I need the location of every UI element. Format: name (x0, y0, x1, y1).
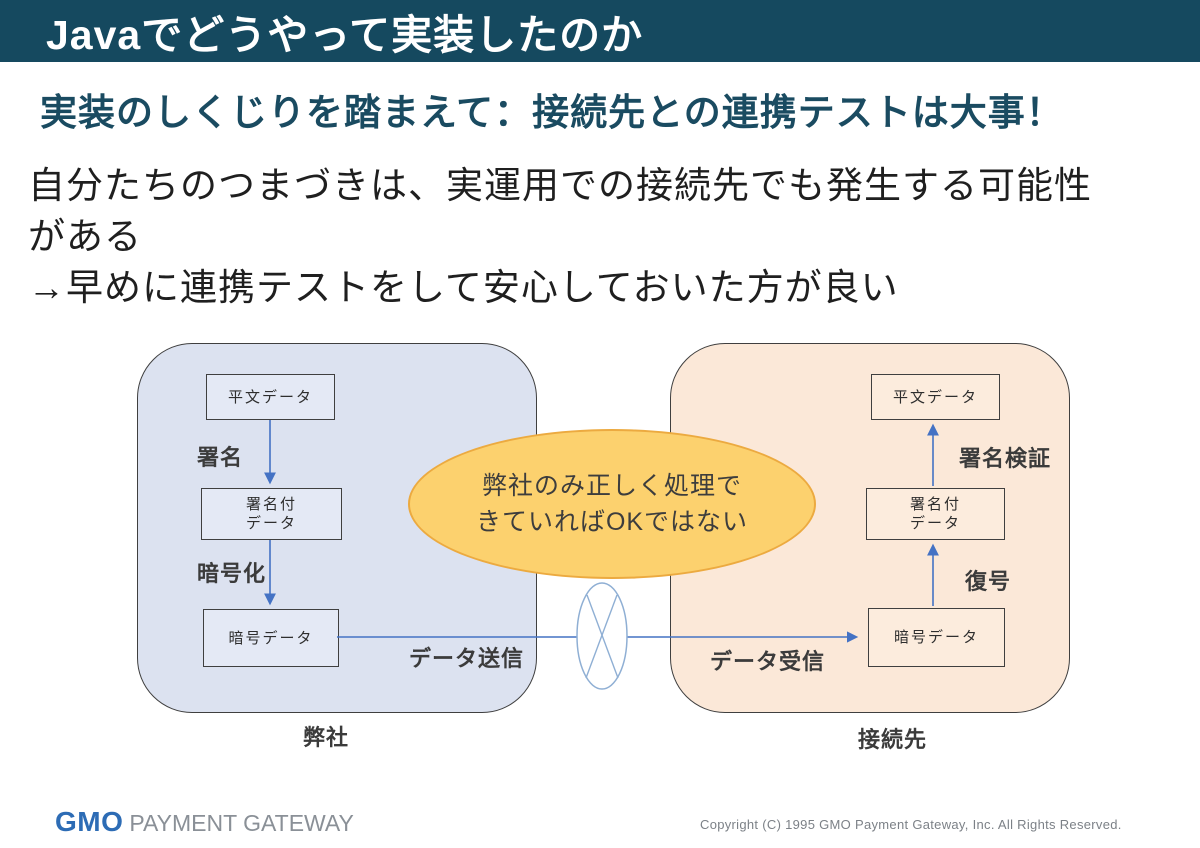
encrypted-data-box-right: 暗号データ (868, 608, 1005, 667)
slide-title-bar: Javaでどうやって実装したのか (0, 0, 1200, 62)
gmo-payment-gateway-logo: GMO PAYMENT GATEWAY (55, 806, 354, 838)
data-send-label: データ送信 (409, 646, 525, 671)
signed-data-box-right: 署名付 データ (866, 488, 1005, 540)
partner-name-label: 接続先 (858, 727, 928, 752)
plain-data-label-left: 平文データ (227, 388, 313, 406)
signed-data-label-right-line1: 署名付 (909, 496, 961, 513)
body-text: 自分たちのつまづきは、実運用での接続先でも発生する可能性 がある →早めに連携テ… (28, 160, 1178, 313)
encrypted-data-box-left: 暗号データ (203, 609, 339, 667)
body-line-1: 自分たちのつまづきは、実運用での接続先でも発生する可能性 (28, 165, 1092, 206)
copyright-text: Copyright (C) 1995 GMO Payment Gateway, … (700, 817, 1122, 832)
our-company-name-label: 弊社 (303, 725, 350, 750)
decrypt-step-label: 復号 (965, 569, 1012, 594)
signed-data-box-left: 署名付 データ (201, 488, 342, 540)
signed-data-label-right-line2: データ (909, 515, 961, 532)
callout-ellipse: 弊社のみ正しく処理で きていればOKではない (408, 429, 816, 579)
encrypted-data-label-left: 暗号データ (228, 629, 314, 647)
verify-step-label: 署名検証 (959, 446, 1052, 471)
body-line-2: がある (28, 216, 142, 257)
body-line-3: →早めに連携テストをして安心しておいた方が良い (28, 267, 899, 308)
data-receive-label: データ受信 (710, 649, 826, 674)
logo-gmo-text: GMO (55, 806, 124, 837)
signed-data-label-left-line2: データ (245, 515, 297, 532)
plain-data-label-right: 平文データ (892, 388, 978, 406)
crossed-circle-icon (576, 582, 628, 690)
signed-data-label-left-line1: 署名付 (245, 496, 297, 513)
encrypt-step-label: 暗号化 (197, 561, 267, 586)
logo-payment-gateway-text: PAYMENT GATEWAY (129, 810, 354, 836)
slide-subtitle: 実装のしくじりを踏まえて：接続先との連携テストは大事！ (40, 92, 1064, 133)
plain-data-box-right: 平文データ (871, 374, 1000, 420)
callout-line-2: きていればOKではない (475, 508, 749, 536)
page-title: Javaでどうやって実装したのか (46, 12, 644, 58)
sign-step-label: 署名 (197, 445, 244, 470)
callout-line-1: 弊社のみ正しく処理で (481, 472, 742, 500)
encrypted-data-label-right: 暗号データ (893, 629, 979, 646)
plain-data-box-left: 平文データ (206, 374, 335, 420)
